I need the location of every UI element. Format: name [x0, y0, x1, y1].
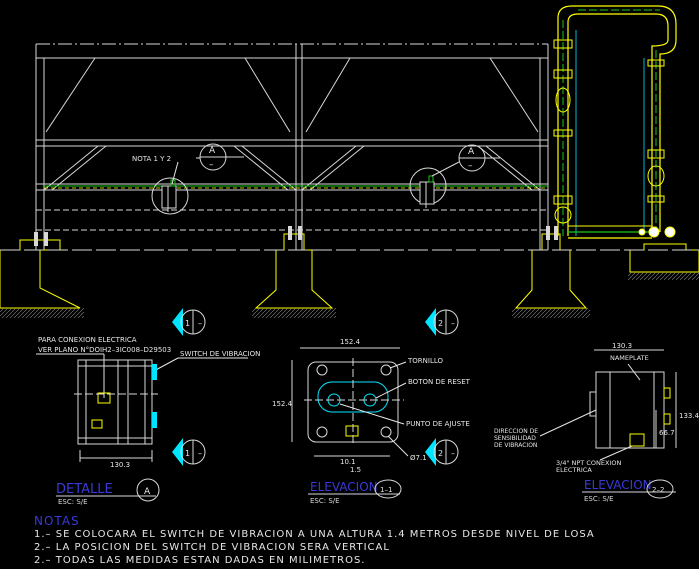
elev-2-title: ELEVACION	[584, 478, 652, 492]
svg-text:2–2: 2–2	[652, 486, 664, 494]
note-line-3: 2.– TODAS LAS MEDIDAS ESTAN DADAS EN MIL…	[34, 555, 366, 566]
detalle-view: PARA CONEXION ELECTRICA VER PLANO N°DOIH…	[36, 336, 260, 506]
svg-text:2: 2	[438, 449, 443, 458]
svg-text:152.4: 152.4	[340, 338, 361, 346]
svg-text:1: 1	[185, 449, 190, 458]
section-marker-1: 1 –	[172, 308, 206, 336]
elev-1-title: ELEVACION	[310, 480, 378, 494]
elevacion-2-view: 130.3 NAMEPLATE 133.4 66.7 DIRECCION DE …	[494, 342, 699, 503]
svg-text:66.7: 66.7	[659, 429, 675, 437]
section-marker-2: 2 –	[425, 308, 459, 336]
svg-text:PUNTO DE AJUSTE: PUNTO DE AJUSTE	[406, 420, 470, 428]
footings	[0, 233, 699, 309]
svg-text:1: 1	[185, 319, 190, 328]
vibration-switch-left	[151, 177, 189, 215]
nota-label: NOTA 1 Y 2	[132, 155, 171, 163]
note-line-2: 2.– LA POSICION DEL SWITCH DE VIBRACION …	[34, 542, 390, 553]
bubble-dash-left: –	[209, 160, 214, 170]
svg-text:ESC: S/E: ESC: S/E	[58, 498, 88, 506]
svg-text:130.3: 130.3	[110, 461, 130, 469]
svg-text:BOTON DE RESET: BOTON DE RESET	[408, 378, 471, 386]
svg-text:–: –	[198, 449, 202, 458]
svg-text:ELECTRICA: ELECTRICA	[556, 466, 592, 474]
svg-text:Ø7.1: Ø7.1	[410, 454, 427, 462]
svg-text:VER PLANO N°DOIH2–3IC008–D2950: VER PLANO N°DOIH2–3IC008–D29503	[38, 346, 171, 354]
svg-text:133.4: 133.4	[679, 412, 699, 420]
structure-elevation	[35, 43, 549, 250]
detalle-title: DETALLE	[56, 482, 113, 497]
piping-run	[44, 185, 548, 189]
anchor-bolts	[34, 226, 558, 246]
svg-text:NAMEPLATE: NAMEPLATE	[610, 354, 649, 362]
svg-text:SWITCH DE VIBRACION: SWITCH DE VIBRACION	[180, 350, 260, 358]
svg-text:10.1: 10.1	[340, 458, 356, 466]
elevacion-1-view: 152.4 152.4 TORNILLO BOTON DE RESET PUNT…	[272, 338, 471, 505]
svg-text:A: A	[144, 487, 151, 497]
notes-title: NOTAS	[34, 514, 80, 528]
note-line-1: 1.– SE COLOCARA EL SWITCH DE VIBRACION A…	[34, 529, 595, 540]
svg-text:ESC: S/E: ESC: S/E	[310, 497, 340, 505]
svg-text:TORNILLO: TORNILLO	[407, 357, 444, 365]
svg-text:130.3: 130.3	[612, 342, 632, 350]
svg-text:152.4: 152.4	[272, 400, 293, 408]
bubble-a-left: A	[209, 146, 216, 156]
vertical-piping	[557, 5, 677, 239]
svg-text:1.5: 1.5	[350, 466, 361, 474]
bubble-a-right: A	[468, 147, 475, 157]
svg-text:1–1: 1–1	[380, 486, 392, 494]
ground-hatch	[0, 249, 699, 318]
svg-text:2: 2	[438, 319, 443, 328]
pipe-fittings	[553, 39, 676, 238]
svg-text:–: –	[198, 319, 202, 328]
svg-text:3/4" NPT CONEXION: 3/4" NPT CONEXION	[556, 459, 621, 467]
nota-callout: NOTA 1 Y 2 A – A –	[132, 143, 500, 185]
svg-text:–: –	[451, 319, 455, 328]
svg-text:SENSIBILIDAD: SENSIBILIDAD	[494, 435, 536, 442]
svg-text:DE VIBRACION: DE VIBRACION	[494, 442, 537, 449]
svg-text:ESC: S/E: ESC: S/E	[584, 495, 614, 503]
notes-block: NOTAS 1.– SE COLOCARA EL SWITCH DE VIBRA…	[34, 514, 694, 567]
vibration-switch-right	[409, 167, 447, 208]
svg-text:PARA CONEXION ELECTRICA: PARA CONEXION ELECTRICA	[38, 336, 137, 344]
bubble-dash-right: –	[468, 161, 473, 171]
svg-text:–: –	[451, 449, 455, 458]
svg-text:DIRECCION DE: DIRECCION DE	[494, 428, 538, 435]
